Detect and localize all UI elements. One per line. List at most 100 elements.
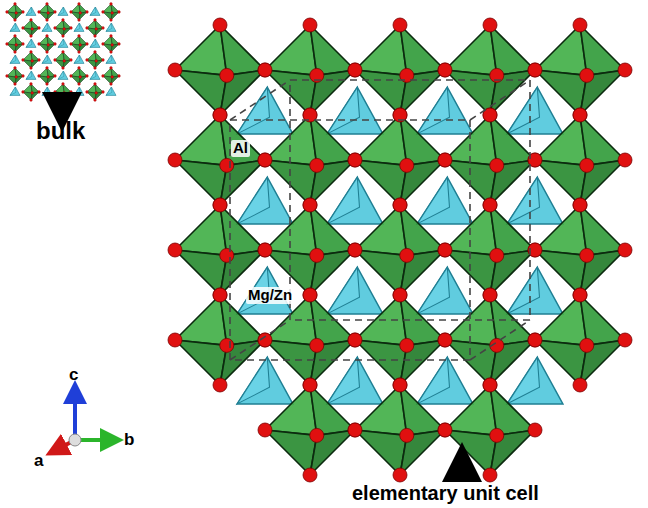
oxygen-atom [47,44,50,47]
cell-edge [230,80,290,120]
oxygen-atom [213,378,227,392]
oxygen-atom [6,11,9,14]
oxygen-atom [528,63,542,77]
octahedron [348,108,452,212]
tetrahedron [26,71,36,79]
tetrahedron-face [42,55,48,63]
oxygen-atom [168,153,182,167]
oxygen-atom [168,63,182,77]
axis-c [73,392,77,440]
tetrahedron-face [42,23,48,31]
octahedron [22,19,41,38]
oxygen-atom [490,248,504,262]
oxygen-atom [393,468,407,482]
oxygen-atom [438,153,452,167]
oxygen-atom [393,288,407,302]
tetrahedron-face [327,87,383,134]
octahedron [70,67,89,86]
cell-front [230,120,470,360]
oxygen-atom [618,243,632,257]
oxygen-atom [483,378,497,392]
oxygen-atom [46,67,49,70]
oxygen-atom [70,43,73,46]
tetrahedron-face [26,71,32,79]
octahedron-face [445,205,497,255]
oxygen-atom [213,198,227,212]
oxygen-atom [63,60,66,63]
oxygen-atom [393,378,407,392]
tetrahedron-face [10,23,16,31]
octahedron [258,18,362,122]
oxygen-atom [30,83,33,86]
octahedron [38,3,57,22]
tetrahedron-face [74,55,80,63]
oxygen-atom [47,76,50,79]
oxygen-atom [213,108,227,122]
tetrahedron [90,71,100,79]
oxygen-atom [62,19,65,22]
oxygen-atom [490,158,504,172]
oxygen-atom [168,333,182,347]
octahedron-face [79,76,87,84]
octahedron-face [445,115,497,165]
oxygen-atom [94,83,97,86]
tetrahedron-face [507,267,563,314]
oxygen-atom [86,59,89,62]
oxygen-atom [483,468,497,482]
tetrahedron [10,23,20,31]
tetrahedron-face [507,357,563,404]
oxygen-atom [86,75,89,78]
oxygen-atom [168,243,182,257]
octahedron [102,67,121,86]
octahedron-face [111,12,119,20]
tetrahedron-face [58,39,64,47]
oxygen-atom [483,18,497,32]
tetrahedron-face [507,177,563,224]
octahedron [528,18,632,122]
oxygen-atom [54,91,57,94]
tetrahedron [58,39,68,47]
octahedron-face [95,92,103,100]
oxygen-atom [46,35,49,38]
tetrahedron [507,177,563,224]
oxygen-atom [46,19,49,22]
oxygen-atom [38,43,41,46]
oxygen-atom [213,288,227,302]
oxygen-atom [580,68,594,82]
oxygen-atom [110,3,113,6]
tetrahedron [106,55,116,63]
oxygen-atom [573,198,587,212]
oxygen-atom [438,243,452,257]
oxygen-atom [438,333,452,347]
octahedron-face [175,295,227,345]
octahedron-face [445,385,497,435]
octahedron [438,108,542,212]
oxygen-atom [528,423,542,437]
oxygen-atom [483,288,497,302]
oxygen-atom [22,91,25,94]
octahedron [70,3,89,22]
octahedron [168,108,272,212]
oxygen-atom [15,44,18,47]
oxygen-atom [580,338,594,352]
tetrahedron [327,357,383,404]
oxygen-atom [54,27,57,30]
oxygen-atom [348,333,362,347]
oxygen-atom [438,63,452,77]
tetrahedron-face [106,55,112,63]
oxygen-atom [30,99,33,102]
oxygen-atom [62,67,65,70]
oxygen-atom [258,63,272,77]
tetrahedron [507,267,563,314]
octahedra [168,18,632,482]
oxygen-atom [393,198,407,212]
octahedron [528,198,632,302]
oxygen-atom [303,378,317,392]
oxygen-atom [14,35,17,38]
oxygen-atom [303,288,317,302]
tetrahedron-face [10,87,16,95]
octahedron-face [95,60,103,68]
cell-edge [230,320,290,360]
oxygen-atom [94,19,97,22]
octahedron [22,51,41,70]
